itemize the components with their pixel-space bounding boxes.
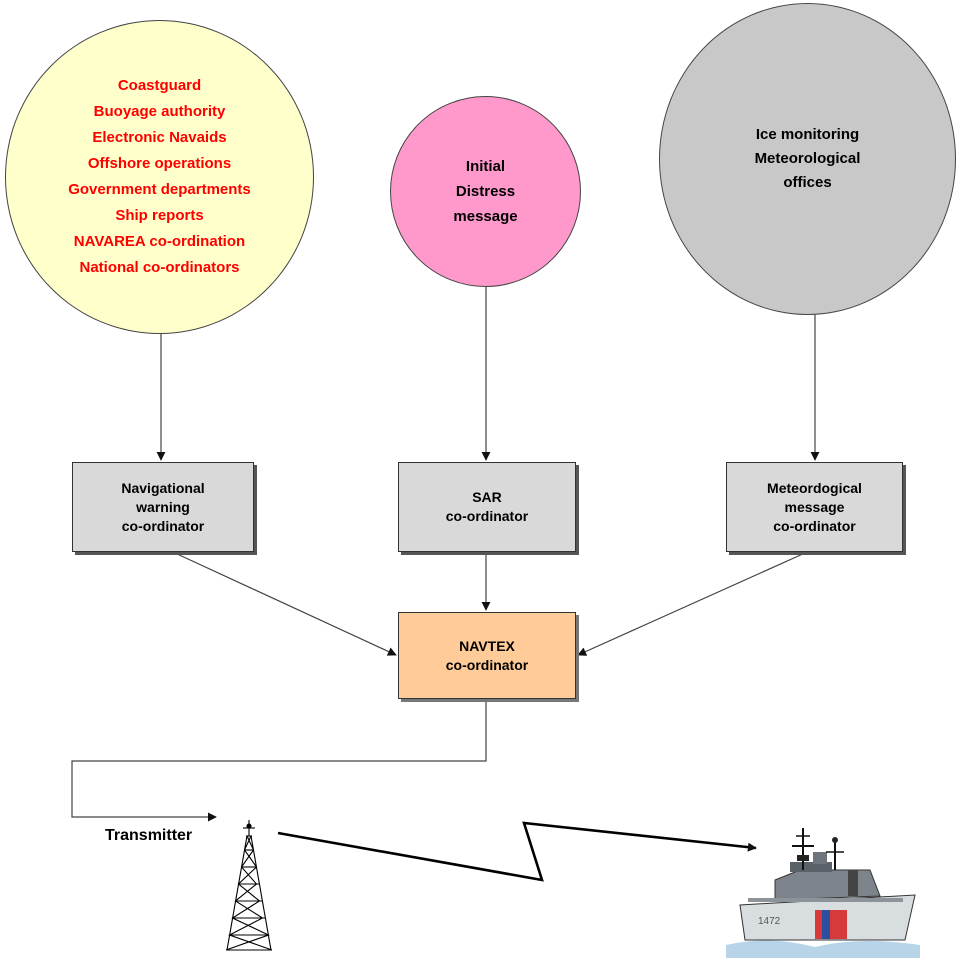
- distress-line-1: Initial: [465, 158, 506, 175]
- arrow-met-to-navtex: [577, 552, 806, 656]
- navtex-box-line-1: NAVTEX: [459, 637, 515, 654]
- distress-line-2: Distress: [455, 183, 516, 200]
- met-box-line-3: co-ordinator: [773, 517, 856, 534]
- transmitter-label: Transmitter: [105, 827, 193, 844]
- source-navarea-coordination: NAVAREA co-ordination: [73, 233, 246, 250]
- source-electronic-navaids: Electronic Navaids: [92, 129, 227, 146]
- source-offshore-operations: Offshore operations: [87, 155, 232, 172]
- navtex-box-line-2: co-ordinator: [445, 656, 529, 673]
- navtex-coordinator-box: NAVTEX co-ordinator: [398, 612, 576, 699]
- arrow-nav-to-navtex: [174, 552, 397, 656]
- met-line-2: Meteorological: [754, 150, 861, 167]
- met-box-line-2: message: [784, 498, 845, 515]
- met-box-line-1: Meteordogical: [767, 479, 862, 496]
- nav-box-line-1: Navigational: [121, 479, 205, 496]
- navigational-warning-coordinator-box: Navigational warning co-ordinator: [72, 462, 254, 552]
- source-ship-reports: Ship reports: [115, 207, 204, 224]
- sar-coordinator-box: SAR co-ordinator: [398, 462, 576, 552]
- initial-distress-message-circle: Initial Distress message: [390, 96, 581, 287]
- sar-box-line-1: SAR: [472, 489, 502, 505]
- ship-icon: 1472: [726, 828, 920, 958]
- connector-navtex-to-transmitter: [71, 700, 487, 822]
- meteorological-message-coordinator-box: Meteordogical message co-ordinator: [726, 462, 903, 552]
- source-national-coordinators: National co-ordinators: [79, 259, 240, 276]
- met-line-3: offices: [783, 174, 832, 191]
- source-government-departments: Government departments: [68, 181, 251, 198]
- meteorological-sources-circle: Ice monitoring Meteorological offices: [659, 3, 956, 315]
- transmitter-tower-icon: [225, 820, 273, 951]
- source-coastguard: Coastguard: [117, 77, 202, 94]
- radio-link-zigzag: [277, 821, 757, 882]
- sar-box-line-2: co-ordinator: [445, 508, 529, 524]
- svg-text:1472: 1472: [758, 916, 781, 927]
- distress-line-3: message: [453, 208, 518, 225]
- nav-box-line-3: co-ordinator: [121, 517, 205, 534]
- nav-box-line-2: warning: [136, 498, 190, 515]
- information-sources-circle: Coastguard Buoyage authority Electronic …: [5, 20, 314, 334]
- met-line-1: Ice monitoring: [755, 126, 860, 143]
- source-buoyage-authority: Buoyage authority: [93, 103, 226, 120]
